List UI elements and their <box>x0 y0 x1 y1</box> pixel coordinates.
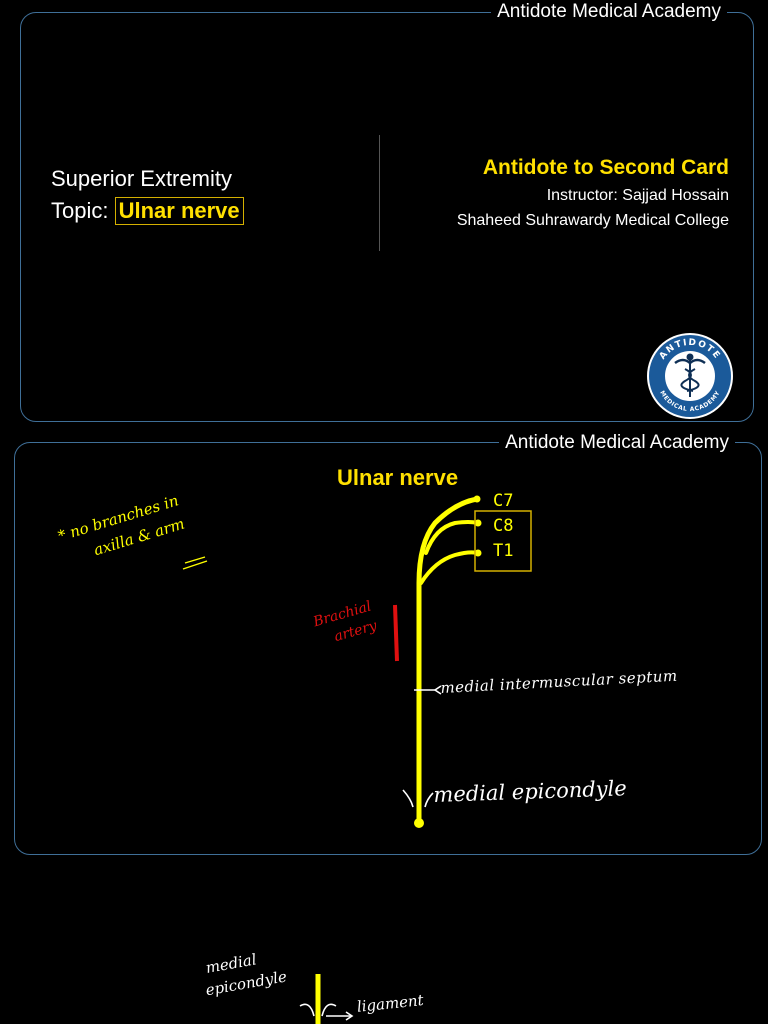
slide-header: Antidote Medical Academy <box>499 430 735 456</box>
title-slide: Antidote Medical Academy Superior Extrem… <box>20 0 754 422</box>
brachial-artery-line <box>393 604 399 662</box>
topic-block: Superior Extremity Topic: Ulnar nerve <box>51 163 244 227</box>
course-info: Antidote to Second Card Instructor: Sajj… <box>457 153 729 233</box>
slide-header: Antidote Medical Academy <box>491 0 727 25</box>
caduceus-icon <box>674 353 706 397</box>
epicondyle-mark <box>299 1003 337 1017</box>
diagram-slide: Antidote Medical Academy Ulnar nerve C7 … <box>14 430 762 855</box>
epicondyle-mark <box>402 789 434 808</box>
topic-line: Topic: Ulnar nerve <box>51 195 244 227</box>
vertical-divider <box>379 135 380 251</box>
c8-t1-box <box>474 510 532 572</box>
instructor-text: Instructor: Sajjad Hossain <box>546 187 729 204</box>
spinal-roots: C7 C8 T1 <box>493 489 513 564</box>
subject-text: Superior Extremity <box>51 166 232 191</box>
note-underline <box>182 556 208 570</box>
course-title: Antidote to Second Card <box>482 156 729 179</box>
ulnar-nerve-path <box>414 495 482 828</box>
septum-arrow <box>414 685 442 695</box>
root-c7: C7 <box>493 491 514 511</box>
topic-prefix: Topic: <box>51 198 115 223</box>
academy-logo: ANTIDOTE MEDICAL ACADEMY <box>647 333 733 419</box>
diagram-title: Ulnar nerve <box>337 465 459 490</box>
root-t1: T1 <box>493 541 514 561</box>
topic-highlight: Ulnar nerve <box>114 197 244 225</box>
partial-diagram <box>299 974 354 1024</box>
partial-slide: medial epicondyle ligament <box>0 870 768 1024</box>
nerve-diagram <box>182 495 532 828</box>
college-text: Shaheed Suhrawardy Medical College <box>456 212 729 229</box>
root-c8: C8 <box>493 516 514 536</box>
ligament-arrow <box>326 1011 354 1021</box>
